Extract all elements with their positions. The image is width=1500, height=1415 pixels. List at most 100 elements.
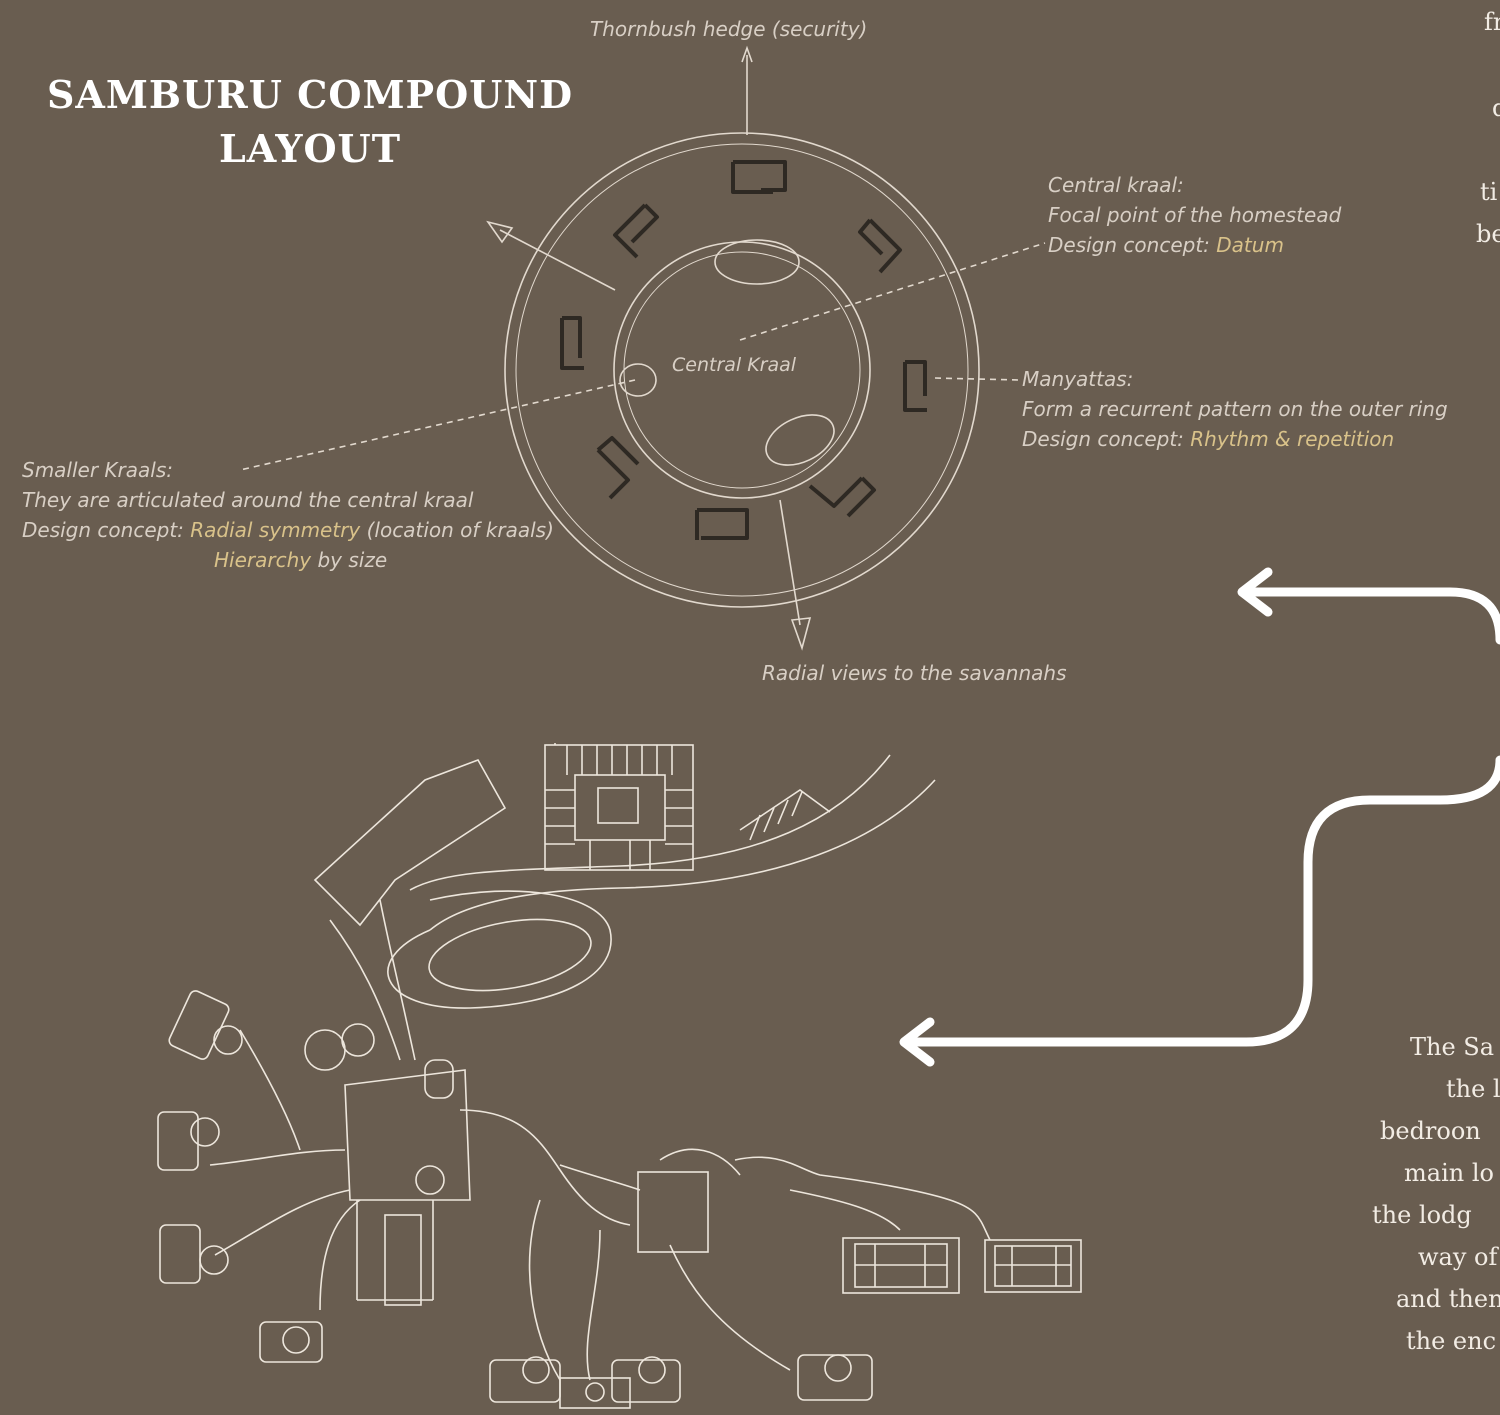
- lodge-round-2: [341, 1023, 375, 1057]
- side-text-bottom-2: the l: [1446, 1075, 1500, 1103]
- label-central-kraal-title: Central kraal:: [1048, 173, 1184, 197]
- arrow-to-sketch: [1240, 587, 1500, 645]
- spa-curve: [659, 1148, 741, 1176]
- side-text-bottom-6: way of: [1418, 1243, 1498, 1271]
- label-central-kraal-concept-line: Design concept: Datum: [1048, 230, 1341, 260]
- guest-unit-1: [168, 990, 243, 1060]
- side-text-top-2: d: [1492, 94, 1500, 122]
- view-arrow-nw-head: [486, 220, 514, 244]
- side-text-bottom-7: and then: [1396, 1285, 1500, 1313]
- leader-smaller: [239, 379, 636, 471]
- roundabout-loop: [387, 890, 612, 1009]
- driveway: [409, 754, 936, 931]
- parking-area: [313, 759, 507, 927]
- title-line-2: LAYOUT: [219, 126, 401, 171]
- arrow-to-plan-head: [899, 1017, 935, 1067]
- hedge-outer-ring: [504, 132, 980, 608]
- path-network: [209, 899, 991, 1381]
- service-court-core: [597, 787, 639, 824]
- smaller-kraal-left: [619, 363, 657, 397]
- view-arrow-s-head: [790, 617, 812, 651]
- side-text-top-3: ti: [1480, 178, 1498, 206]
- label-smaller-title: Smaller Kraals:: [22, 458, 173, 482]
- label-smaller-hierarchy-line: Hierarchy by size: [22, 545, 554, 575]
- court-1: [842, 1237, 960, 1294]
- manyatta-3: [858, 218, 902, 274]
- guest-unit-7: [611, 1356, 681, 1403]
- label-manyattas-concept-prefix: Design concept:: [1022, 427, 1191, 451]
- label-smaller-hierarchy-rest: by size: [311, 548, 388, 572]
- label-smaller-concept-rest: (location of kraals): [360, 518, 554, 542]
- lodge-round-1: [304, 1029, 346, 1071]
- label-views: Radial views to the savannahs: [762, 661, 1067, 685]
- smaller-kraal-bottom: [765, 414, 835, 466]
- label-center: Central Kraal: [672, 354, 797, 376]
- leader-manyattas: [934, 377, 1019, 381]
- view-arrow-s: [779, 499, 801, 626]
- label-smaller-hierarchy: Hierarchy: [214, 548, 312, 572]
- spa-block: [637, 1171, 709, 1253]
- court-2: [984, 1239, 1082, 1293]
- side-text-bottom-4: main lo: [1404, 1159, 1494, 1187]
- guest-unit-2: [157, 1111, 220, 1171]
- hedge-inner-ring: [515, 143, 969, 597]
- side-text-top-4: be: [1476, 220, 1500, 248]
- label-central-kraal-concept: Datum: [1216, 233, 1284, 257]
- service-court: [574, 774, 666, 841]
- arrow-to-sketch-head: [1237, 567, 1273, 617]
- page-title: SAMBURU COMPOUND LAYOUT: [40, 68, 580, 176]
- service-cells: [545, 743, 693, 870]
- label-smaller-concept: Radial symmetry: [190, 518, 361, 542]
- label-manyattas-title: Manyattas:: [1022, 367, 1134, 391]
- label-manyattas-concept: Rhythm & repetition: [1190, 427, 1395, 451]
- leader-central: [739, 242, 1046, 341]
- manyatta-4: [560, 316, 584, 370]
- label-smaller-desc: They are articulated around the central …: [22, 488, 474, 512]
- label-central-kraal-desc: Focal point of the homestead: [1048, 203, 1342, 227]
- manyatta-1: [731, 160, 787, 194]
- lodge-feature: [415, 1165, 445, 1195]
- manyattas: [560, 160, 927, 540]
- label-central-kraal-concept-prefix: Design concept:: [1048, 233, 1217, 257]
- side-text-bottom-8: the enc: [1406, 1327, 1497, 1355]
- manyatta-8: [695, 508, 749, 540]
- label-smaller-kraals: Smaller Kraals: They are articulated aro…: [22, 455, 554, 575]
- side-text-top-1: fr: [1484, 8, 1500, 36]
- guest-unit-3: [159, 1224, 229, 1284]
- pool-deck: [356, 1200, 434, 1301]
- manyatta-6: [596, 436, 640, 500]
- court-1-lines: [855, 1244, 947, 1287]
- manyatta-2: [613, 203, 659, 259]
- manyatta-7: [808, 476, 876, 518]
- lodge-wing: [424, 1059, 454, 1099]
- side-text-bottom-1: The Sa: [1410, 1033, 1495, 1061]
- guest-unit-6: [559, 1377, 631, 1409]
- guest-unit-8: [797, 1354, 873, 1401]
- hedge-arrow-head: [741, 45, 753, 63]
- label-smaller-concept-prefix: Design concept:: [22, 518, 191, 542]
- guest-unit-4: [259, 1321, 323, 1363]
- guest-unit-5: [489, 1356, 561, 1403]
- site-plan: [157, 743, 1082, 1409]
- smaller-kraal-top: [714, 239, 800, 285]
- pool: [384, 1214, 422, 1306]
- compound-sketch: [504, 132, 980, 608]
- court-2-lines: [995, 1246, 1071, 1286]
- court-2-inner: [994, 1245, 1072, 1287]
- title-line-1: SAMBURU COMPOUND: [46, 72, 574, 117]
- label-manyattas-concept-line: Design concept: Rhythm & repetition: [1022, 424, 1448, 454]
- label-smaller-concept-line: Design concept: Radial symmetry (locatio…: [22, 515, 554, 545]
- label-manyattas-desc: Form a recurrent pattern on the outer ri…: [1022, 397, 1448, 421]
- parking-bays: [739, 789, 831, 841]
- side-text-bottom-3: bedroon: [1380, 1117, 1481, 1145]
- label-hedge: Thornbush hedge (security): [590, 17, 868, 41]
- connector-arrows: [899, 567, 1500, 1067]
- label-manyattas: Manyattas: Form a recurrent pattern on t…: [1022, 364, 1448, 454]
- arrow-to-plan: [900, 755, 1500, 1047]
- side-text-bottom-5: the lodg: [1372, 1201, 1472, 1229]
- view-arrow-nw: [499, 229, 616, 291]
- manyatta-5: [903, 360, 927, 412]
- main-lodge: [344, 1069, 471, 1201]
- label-central-kraal: Central kraal: Focal point of the homest…: [1048, 170, 1341, 260]
